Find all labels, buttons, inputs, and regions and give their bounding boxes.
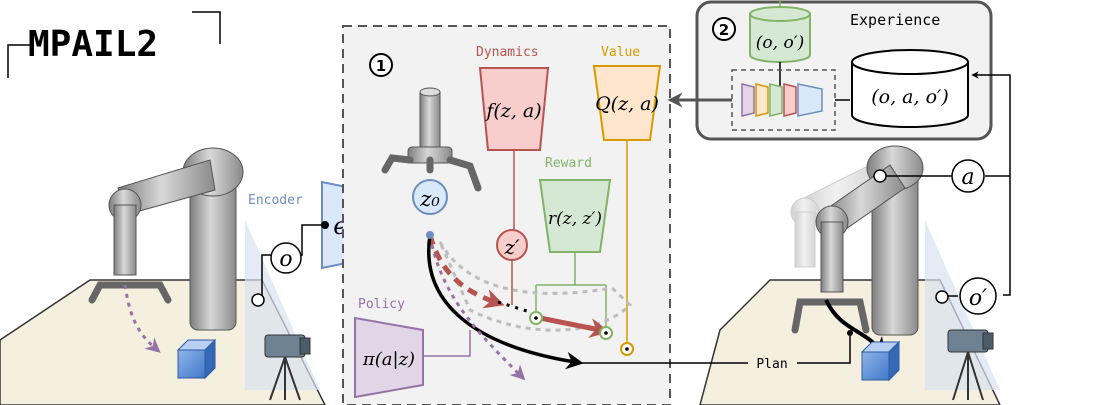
- right-robot-scene: a o′: [699, 145, 1001, 405]
- dynamics-label: Dynamics: [476, 45, 539, 60]
- policy-function: π(a|z): [362, 349, 415, 370]
- reward-label: Reward: [545, 156, 592, 171]
- right-cube: [860, 340, 901, 382]
- zprime-label: z′: [503, 235, 520, 259]
- red-predicted-trajectory: [427, 234, 505, 309]
- experience-buffer-icon: [851, 49, 969, 128]
- left-robot-scene: o: [0, 147, 326, 405]
- left-robot-forearm: [113, 204, 137, 276]
- page-title: MPAIL2: [28, 24, 158, 65]
- trajectory-band: [438, 241, 633, 332]
- reward-function: r(z, z′): [548, 209, 602, 229]
- right-robot-gripper: [791, 298, 870, 334]
- right-robot-forearm: [820, 221, 844, 293]
- experience-panel: 2 Experience (o, o′) (o, a, o′): [667, 0, 993, 141]
- right-camera-icon: [947, 329, 994, 401]
- z0-node: [412, 179, 448, 215]
- dynamics-function: f(z, a): [484, 100, 541, 122]
- z0-label: z₀: [419, 187, 440, 211]
- demo-pair-label: (o, o′): [756, 33, 804, 53]
- feedback-line: [971, 71, 1011, 296]
- experience-triple-label: (o, a, o′): [871, 86, 949, 108]
- title-block: MPAIL2: [7, 11, 221, 78]
- next-observation-node: [959, 277, 997, 315]
- gripper-icon: [381, 87, 482, 192]
- observation-label: o: [279, 247, 292, 272]
- plan-label: Plan: [756, 357, 787, 372]
- value-function: Q(z, a): [595, 93, 659, 115]
- policy-label: Policy: [358, 297, 405, 312]
- step-one-badge: 1: [376, 57, 386, 75]
- step-two-badge: 2: [719, 21, 729, 39]
- demo-buffer-icon: [749, 6, 811, 63]
- left-purple-trajectory: [123, 284, 161, 353]
- left-camera-icon: [264, 334, 311, 401]
- experience-label: Experience: [850, 11, 940, 29]
- left-cube: [176, 338, 217, 380]
- plan-link: Plan: [578, 330, 853, 372]
- action-label: a: [961, 165, 974, 190]
- next-observation-label: o′: [969, 286, 987, 311]
- action-node: [951, 159, 985, 193]
- world-model-panel: 1 z₀ Dynamics f(z, a) z′ Value Q(z, a) R…: [342, 25, 671, 405]
- left-robot-gripper: [88, 281, 172, 304]
- value-label: Value: [601, 45, 640, 60]
- policy-trajectory: [430, 244, 526, 381]
- observation-node: [270, 242, 302, 274]
- plan-trajectory: [427, 234, 584, 370]
- encoder-label: Encoder: [248, 193, 303, 208]
